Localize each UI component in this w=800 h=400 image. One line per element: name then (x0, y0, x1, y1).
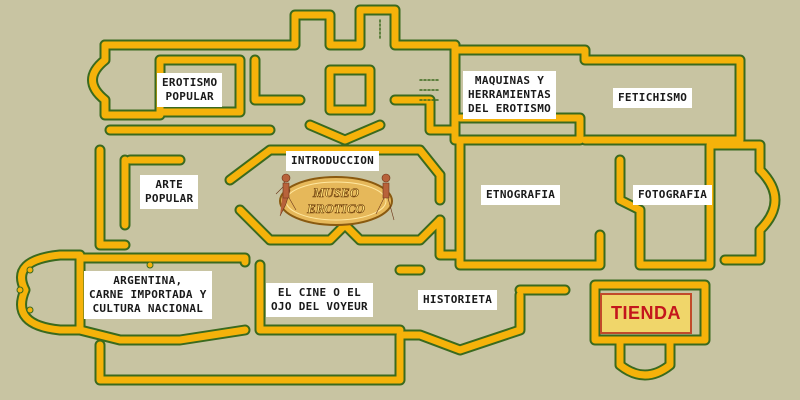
figure-left-icon (275, 173, 297, 217)
room-fetichismo-link[interactable]: FETICHISMO (613, 88, 693, 108)
room-fotografia-link[interactable]: FOTOGRAFIA (633, 185, 713, 205)
room-etnografia-link[interactable]: ETNOGRAFIA (481, 185, 561, 205)
logo-line2: EROTICO (306, 201, 365, 216)
logo-graphic: MUSEO EROTICO (275, 173, 395, 226)
room-arte-popular-link[interactable]: ARTE POPULAR (140, 175, 199, 209)
museo-erotico-logo[interactable]: MUSEO EROTICO (272, 170, 400, 232)
tienda-shop-button[interactable]: TIENDA (600, 293, 692, 334)
room-argentina-link[interactable]: ARGENTINA, CARNE IMPORTADA Y CULTURA NAC… (84, 271, 212, 319)
logo-line1: MUSEO (312, 185, 360, 200)
room-historieta-link[interactable]: HISTORIETA (418, 290, 498, 310)
room-introduccion-link[interactable]: INTRODUCCION (286, 151, 380, 171)
figure-right-icon (375, 173, 395, 221)
room-cine-link[interactable]: EL CINE O EL OJO DEL VOYEUR (266, 283, 373, 317)
room-maquinas-link[interactable]: MAQUINAS Y HERRAMIENTAS DEL EROTISMO (463, 71, 557, 119)
room-erotismo-popular-link[interactable]: EROTISMO POPULAR (157, 73, 223, 107)
logo-oval (279, 176, 393, 226)
